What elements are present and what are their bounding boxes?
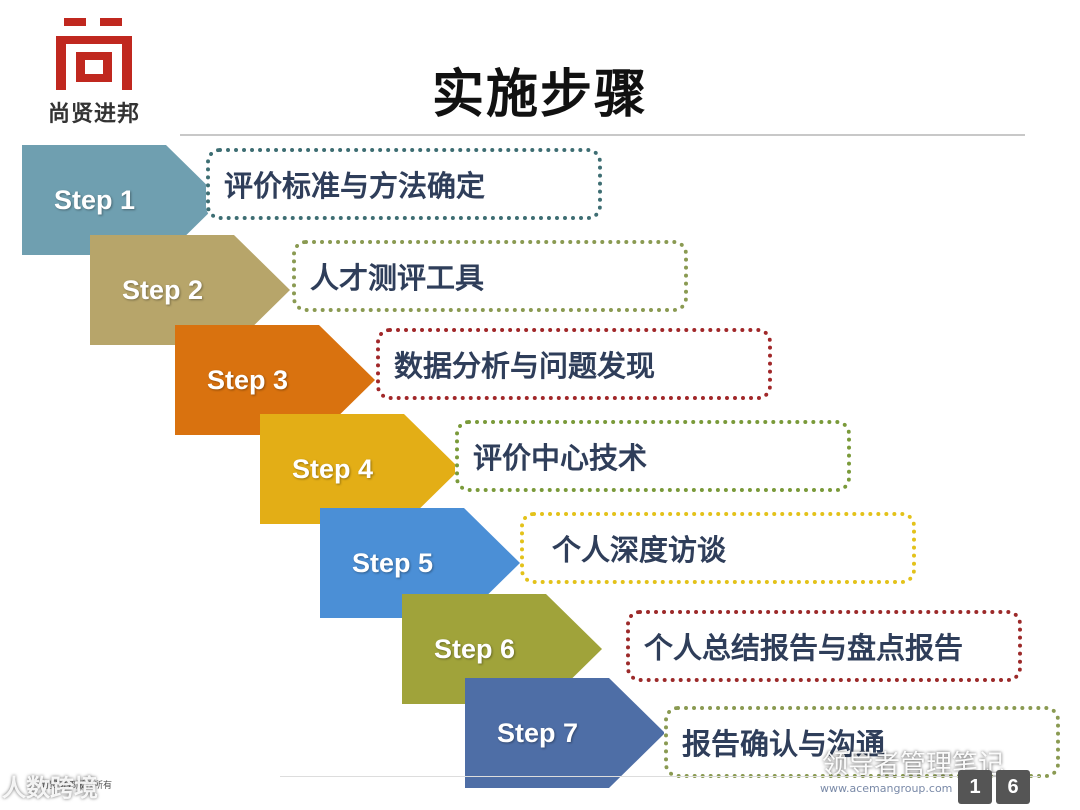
step-box-2: 人才测评工具 <box>292 240 688 312</box>
logo-text: 尚贤进邦 <box>47 102 140 127</box>
watermark-left: 人数跨境 <box>2 774 98 802</box>
step-arrow-4: Step 4 <box>260 414 460 524</box>
step-box-1: 评价标准与方法确定 <box>206 148 602 220</box>
footer-divider <box>280 776 1040 777</box>
page-number-digit-2: 6 <box>996 770 1030 804</box>
step-box-4: 评价中心技术 <box>455 420 851 492</box>
step-box-7: 报告确认与沟通 <box>664 706 1060 778</box>
step-arrow-7: Step 7 <box>465 678 665 788</box>
step-box-3: 数据分析与问题发现 <box>376 328 772 400</box>
step-label: Step 3 <box>206 364 289 395</box>
logo: 尚贤进邦 <box>24 18 164 128</box>
step-label: Step 6 <box>433 633 516 664</box>
page-number-digit-1: 1 <box>958 770 992 804</box>
step-label: Step 4 <box>291 453 374 484</box>
step-box-5: 个人深度访谈 <box>520 512 916 584</box>
step-label: Step 7 <box>496 717 579 748</box>
step-box-6: 个人总结报告与盘点报告 <box>626 610 1022 682</box>
step-label: Step 1 <box>53 184 136 215</box>
title-divider <box>180 134 1025 136</box>
page-title: 实施步骤 <box>431 65 648 125</box>
logo-mark-icon <box>56 18 132 90</box>
footer-copyright: 尚贤进邦版权所有 <box>40 781 113 791</box>
step-label: Step 5 <box>351 547 434 578</box>
step-label: Step 2 <box>121 274 204 305</box>
footer-url: www.acemangroup.com <box>820 782 953 795</box>
